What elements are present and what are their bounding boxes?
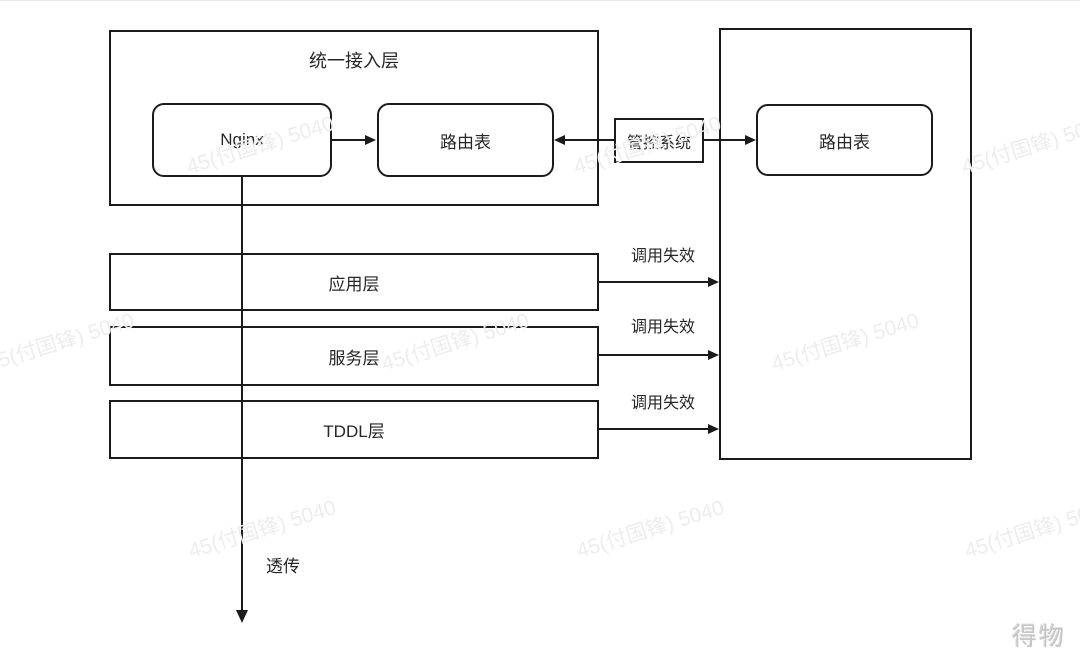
brand-watermark: 得物 [1011, 623, 1066, 651]
control-to-right-routing-arrowhead-icon [745, 135, 756, 145]
call-invalid-label-2: 调用失效 [630, 319, 695, 336]
watermark-text: 45(付国锋) 5040 [185, 496, 339, 563]
nginx-node: Nginx [152, 103, 332, 177]
routing-table-left-node: 路由表 [377, 103, 554, 177]
tddl-layer-box: TDDL层 [109, 400, 599, 459]
routing-table-left-label: 路由表 [440, 132, 491, 152]
nginx-to-routing-arrow-line [332, 139, 366, 141]
control-system-label: 管控系统 [626, 134, 691, 152]
call-invalid-label-1: 调用失效 [630, 248, 695, 265]
routing-table-right-node: 路由表 [756, 104, 933, 176]
control-to-right-routing-arrow-line [704, 139, 746, 141]
call-invalid-label-3: 调用失效 [630, 395, 695, 412]
tddl-call-invalid-arrow-line [598, 428, 709, 430]
nginx-label: Nginx [220, 130, 264, 149]
unified-access-layer-title: 统一接入层 [309, 51, 399, 71]
app-layer-box: 应用层 [109, 253, 599, 311]
right-container-box [719, 28, 972, 460]
tddl-layer-label: TDDL层 [323, 422, 385, 441]
app-call-invalid-arrow-line [598, 281, 709, 283]
control-system-node: 管控系统 [614, 118, 704, 163]
app-layer-label: 应用层 [328, 274, 380, 294]
pass-through-label: 透传 [266, 557, 300, 576]
service-call-invalid-arrowhead-icon [708, 350, 719, 360]
watermark-text: 45(付国锋) 5040 [958, 112, 1080, 179]
control-to-left-routing-arrow-line [564, 139, 614, 141]
service-layer-label: 服务层 [328, 348, 380, 368]
pass-through-arrowhead-icon [236, 610, 248, 623]
watermark-text: 45(付国锋) 5040 [573, 496, 727, 563]
service-layer-box: 服务层 [109, 326, 599, 386]
tddl-call-invalid-arrowhead-icon [708, 424, 719, 434]
pass-through-line [241, 177, 243, 611]
control-to-left-routing-arrowhead-icon [554, 135, 565, 145]
app-call-invalid-arrowhead-icon [708, 277, 719, 287]
routing-table-right-label: 路由表 [819, 132, 870, 152]
nginx-to-routing-arrowhead-icon [365, 135, 376, 145]
service-call-invalid-arrow-line [598, 354, 709, 356]
watermark-text: 45(付国锋) 5040 [961, 496, 1080, 563]
